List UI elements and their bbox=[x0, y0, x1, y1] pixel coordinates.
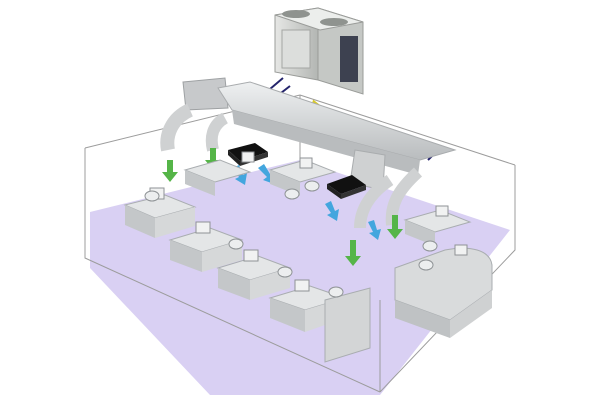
outdoor-condenser-icon bbox=[274, 7, 364, 95]
room-walls bbox=[84, 94, 516, 393]
supply-duct bbox=[160, 77, 457, 229]
cassette-unit-icon bbox=[327, 175, 366, 199]
desk bbox=[183, 159, 252, 196]
desk bbox=[403, 209, 472, 246]
partition-panel bbox=[324, 287, 371, 363]
office-chair-icon bbox=[144, 180, 438, 298]
desk bbox=[123, 194, 197, 238]
office-furniture bbox=[123, 159, 493, 363]
